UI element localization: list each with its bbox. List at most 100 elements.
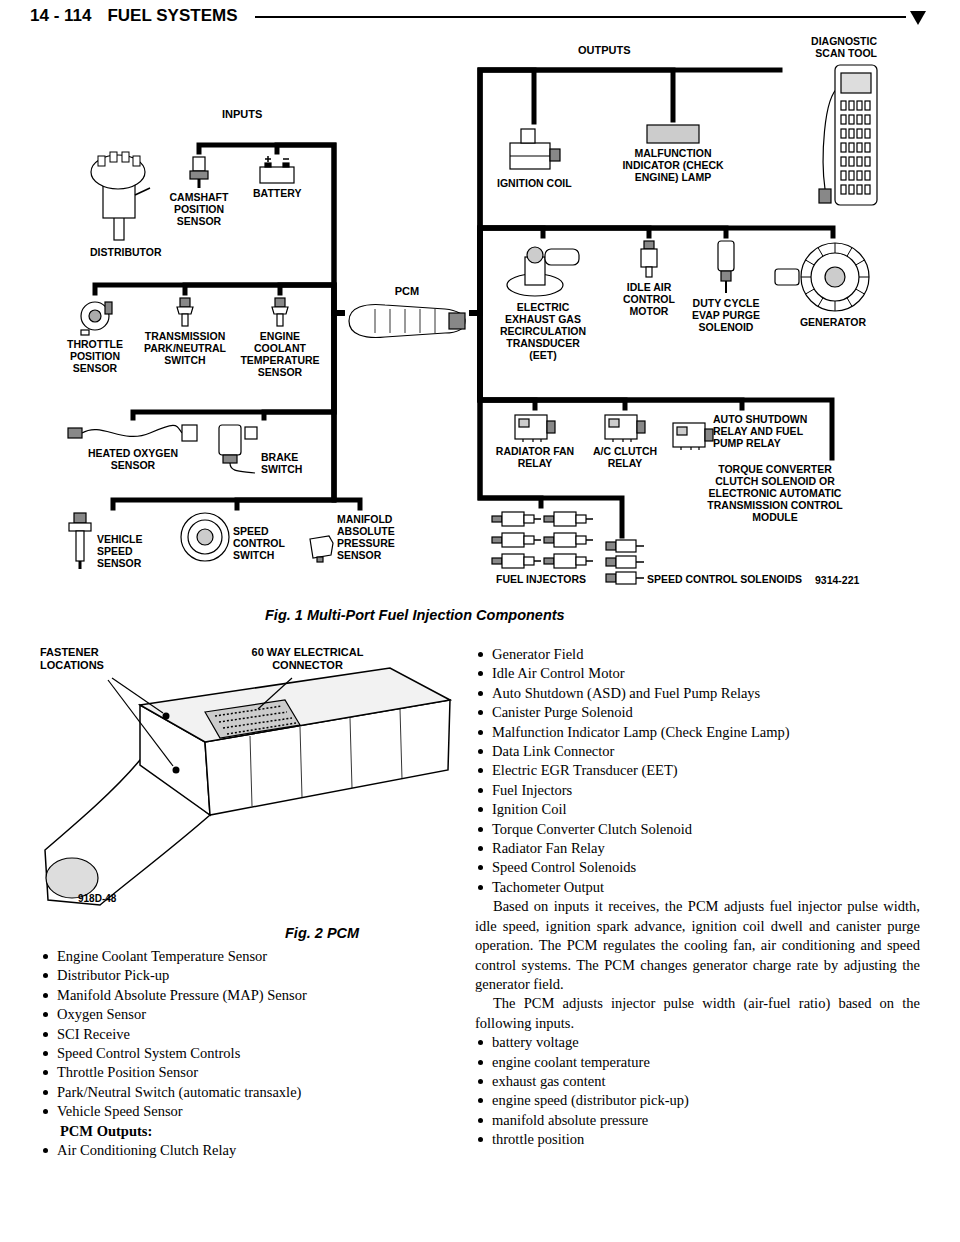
illustration-part [646,267,652,277]
bullet-item: Malfunction Indicator Lamp (Check Engine… [475,723,920,742]
illustration-part [690,447,691,450]
component: TRANSMISSION PARK/NEUTRAL SWITCH [135,293,235,371]
illustration-part [502,533,524,547]
illustration-part [841,101,846,110]
bullet-dot [478,749,483,754]
illustration-part [865,157,870,166]
illustration-part [841,129,846,138]
bullet-dot [43,954,48,959]
bullet-dot [478,1118,483,1123]
bullet-item: SCI Receive [40,1025,450,1044]
duct-opening [46,858,98,898]
bullet-item: Fuel Injectors [475,781,920,800]
bullet-dot [478,827,483,832]
bullet-item: Air Conditioning Clutch Relay [40,1141,450,1160]
illustration-part [544,537,554,543]
bullet-item: throttle position [475,1130,920,1149]
bullet-item: Auto Shutdown (ASD) and Fuel Pump Relays [475,684,920,703]
bullet-dot [478,671,483,676]
housing-rib [300,727,302,797]
component-label: TRANSMISSION PARK/NEUTRAL SWITCH [140,330,230,366]
callout-label: FASTENER LOCATIONS [40,646,124,672]
illustration-part [612,439,613,442]
bullet-item: Speed Control System Controls [40,1044,450,1063]
component-illustration [773,239,893,314]
illustration-part [806,289,815,294]
illustration-part [521,129,535,143]
wiring-bus [472,228,649,313]
bullet-dot [43,1090,48,1095]
text-column: Generator FieldIdle Air Control MotorAut… [475,645,920,1150]
body-text: Oxygen Sensor [57,1006,146,1022]
illustration-part [177,307,193,314]
body-text: Distributor Pick-up [57,967,169,983]
illustration-part [283,158,289,160]
illustration-part [841,185,846,194]
body-text: Engine Coolant Temperature Sensor [57,948,267,964]
component-illustration [215,421,259,477]
body-text: Speed Control System Controls [57,1045,240,1061]
illustration-part [492,558,502,564]
bullet-dot [43,1070,48,1075]
electrical-connector [205,700,300,738]
illustration-part [849,129,854,138]
illustration-part [576,536,586,544]
illustration-part [841,157,846,166]
illustration-part [105,302,112,314]
bullet-dot [478,691,483,696]
component-label: THROTTLE POSITION SENSOR [57,338,133,374]
body-text: engine coolant temperature [492,1054,650,1070]
illustration-part [544,516,554,522]
component-label: ELECTRIC EXHAUST GAS RECIRCULATION TRANS… [493,301,593,361]
bullet-dot [478,846,483,851]
component-label: GENERATOR [800,316,866,328]
body-text: Vehicle Speed Sensor [57,1103,183,1119]
section-label: OUTPUTS [578,44,631,57]
body-text: The PCM adjusts injector pulse width (ai… [475,995,920,1030]
bullet-item: Canister Purge Solenoid [475,703,920,722]
illustration-part [616,540,636,552]
bullet-dot [478,865,483,870]
illustration-part [540,439,541,442]
illustration-part [267,156,269,162]
bullet-dot [43,973,48,978]
illustration-part [420,309,421,333]
illustration-part [857,171,862,180]
illustration-part [510,155,550,156]
component-label: IGNITION COIL [497,177,572,189]
illustration-part [680,447,681,450]
component: ELECTRIC EXHAUST GAS RECIRCULATION TRANS… [488,236,598,366]
illustration-part [182,425,197,441]
illustration-part [637,421,645,433]
illustration-part [181,513,229,561]
wiring-bus [334,313,360,508]
illustration-part [849,115,854,124]
bullet-dot [43,1148,48,1153]
body-text: Air Conditioning Clutch Relay [57,1142,236,1158]
bullet-dot [478,730,483,735]
wiring-bus [199,145,342,313]
illustration-part [390,309,391,333]
component-illustration [65,511,95,571]
bullet-item: Park/Neutral Switch (automatic transaxle… [40,1083,450,1102]
bullet-dot [478,788,483,793]
bullet-item: Distributor Pick-up [40,966,450,985]
component-illustration [506,125,562,175]
illustration-part [849,157,854,166]
wiring-bus [133,313,342,418]
illustration-part [857,115,862,124]
distributor-cap [91,155,145,189]
body-text: Speed Control Solenoids [492,859,636,875]
body-text: exhaust gas content [492,1073,606,1089]
illustration-part [835,65,877,205]
section-title: FUEL SYSTEMS [107,6,237,26]
wiring-bus [95,285,342,313]
component-label: BATTERY [253,187,301,199]
illustration-part [677,427,687,435]
bullet-item: Ignition Coil [475,800,920,819]
distributor-tower [98,156,105,166]
illustration-part [636,561,644,563]
wiring-bus [237,313,342,508]
component: A/C CLUTCH RELAY [586,408,664,474]
component: IDLE AIR CONTROL MOTOR [614,236,684,322]
